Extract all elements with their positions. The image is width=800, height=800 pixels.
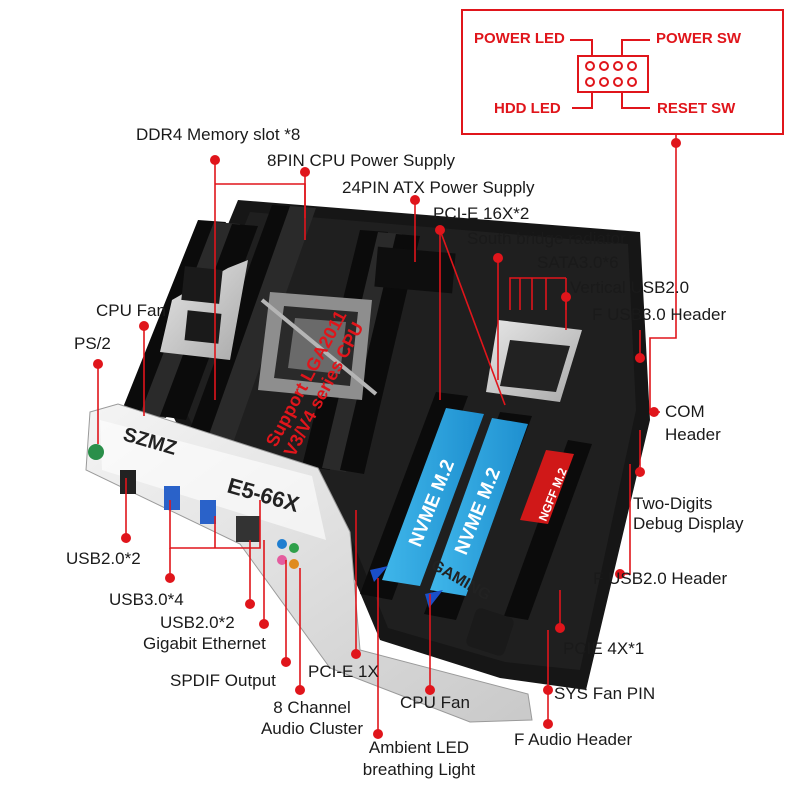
atx-connector	[374, 246, 456, 294]
lan-port	[236, 516, 260, 542]
usb-ports-b	[164, 486, 180, 510]
debug-label-1: Two-Digits	[633, 494, 713, 513]
nvme-plate-2	[430, 418, 528, 596]
spdif-label: SPDIF Output	[170, 671, 276, 690]
power-sw-label: POWER SW	[656, 30, 741, 47]
vertical-usb-label: Vertical USB2.0	[570, 278, 690, 297]
usb2-x2-b-label: USB2.0*2	[160, 613, 235, 632]
power-led-label: POWER LED	[474, 30, 565, 47]
f-usb3-label: F USB3.0 Header	[592, 305, 727, 324]
sys-fan-label: SYS Fan PIN	[554, 684, 656, 703]
ambient-led-label-1: Ambient LED	[368, 738, 470, 757]
pcie-slot-3	[504, 440, 592, 620]
gigabit-ethernet-label: Gigabit Ethernet	[143, 634, 266, 653]
cpu-fan-top-label: CPU Fan	[96, 301, 166, 320]
front-panel-pinout	[570, 39, 650, 109]
cpu-socket	[258, 292, 378, 400]
pcie-4x-label: PCIE 4X*1	[563, 639, 645, 658]
vrm-heatsink	[160, 260, 248, 360]
nvme-plate-1	[382, 408, 484, 586]
cpu-fan-bottom-label: CPU Fan	[400, 693, 470, 712]
ps2-port	[88, 444, 104, 460]
callout-lines	[97, 134, 677, 734]
usb2-x2-a-label: USB2.0*2	[66, 549, 141, 568]
cpu-power-label: 8PIN CPU Power Supply	[267, 151, 456, 170]
ngff-plate	[520, 450, 574, 524]
debug-label-2: Debug Display	[633, 514, 744, 533]
f-audio-label: F Audio Header	[514, 730, 633, 749]
south-bridge-label: South bridge radiator	[467, 229, 626, 248]
pcie16-label: PCI-E 16X*2	[433, 204, 530, 223]
sata-label: SATA3.0*6	[537, 253, 619, 272]
com-label-1: COM	[665, 402, 705, 421]
com-label-2: Header	[665, 425, 721, 444]
ambient-led-label-2: breathing Light	[362, 760, 476, 779]
hdd-led-label: HDD LED	[494, 100, 561, 117]
usb-ports-a	[120, 470, 136, 494]
usb-ports-c	[200, 500, 216, 524]
audio-cluster-label-2: Audio Cluster	[260, 719, 364, 738]
ps2-label: PS/2	[74, 334, 111, 353]
pcie-1x-label: PCI-E 1X	[308, 662, 379, 681]
reset-sw-label: RESET SW	[657, 100, 736, 117]
atx-power-label: 24PIN ATX Power Supply	[342, 178, 535, 197]
front-panel-box	[461, 9, 784, 135]
f-usb2-label: F USB2.0 Header	[593, 569, 728, 588]
usb3-x4-label: USB3.0*4	[109, 590, 184, 609]
ddr4-label: DDR4 Memory slot *8	[136, 125, 301, 144]
audio-cluster-label-1: 8 Channel	[273, 698, 351, 717]
audio-jacks	[277, 539, 287, 549]
callout-dots	[93, 138, 681, 739]
